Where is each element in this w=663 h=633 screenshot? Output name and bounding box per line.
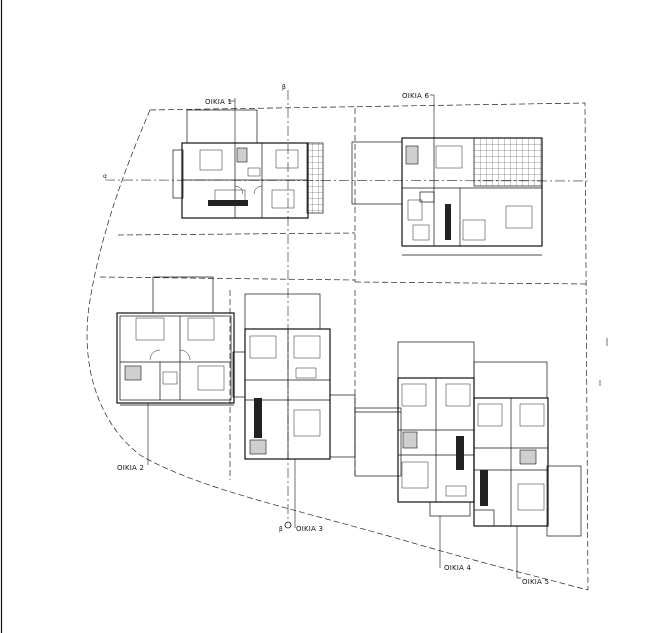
house-3-plan: OIKIA 3	[232, 293, 356, 533]
house-5-plan: OIKIA 5	[473, 361, 582, 586]
section-marker-bottom: β	[279, 526, 283, 533]
house-3-label: OIKIA 3	[296, 525, 323, 533]
boundary-ticks	[599, 338, 608, 386]
section-marker-left: α	[103, 173, 107, 180]
house-2-plan: OIKIA 2	[116, 276, 235, 472]
house-4-label: OIKIA 4	[444, 564, 471, 572]
garden-wall	[354, 407, 402, 477]
house-6-plan: OIKIA 6	[351, 92, 543, 256]
plot-boundary	[86, 102, 589, 591]
house-1-plan: OIKIA 1	[172, 98, 324, 219]
house-6-label: OIKIA 6	[402, 92, 429, 100]
house-4-plan: OIKIA 4	[397, 341, 475, 572]
section-marker-top: β	[282, 84, 286, 91]
house-5-label: OIKIA 5	[522, 578, 549, 586]
section-axis-vertical: β β	[279, 84, 292, 533]
house-2-label: OIKIA 2	[117, 464, 144, 472]
house-1-label: OIKIA 1	[205, 98, 232, 106]
